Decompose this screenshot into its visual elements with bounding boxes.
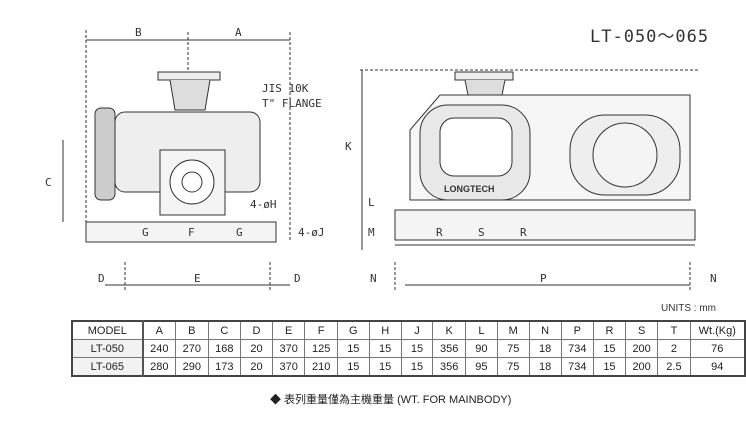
dim-r1: R bbox=[436, 226, 443, 239]
table-cell: 125 bbox=[304, 339, 338, 358]
table-cell: 15 bbox=[368, 339, 402, 358]
table-cell: K bbox=[432, 320, 466, 340]
dim-l: L bbox=[368, 196, 375, 209]
side-view: B A C G F G D E D JIS 10K T" FLANGE 4-øH… bbox=[45, 26, 325, 290]
table-cell: 356 bbox=[432, 339, 466, 358]
table-cell: 173 bbox=[207, 357, 242, 377]
dim-p: P bbox=[540, 272, 547, 285]
table-cell: 75 bbox=[496, 339, 530, 358]
table-cell: LT-065 bbox=[71, 357, 144, 377]
page-title: LT-050～065 bbox=[590, 27, 710, 47]
table-cell: 75 bbox=[496, 357, 530, 377]
dim-g2: G bbox=[236, 226, 243, 239]
dim-f: F bbox=[188, 226, 195, 239]
dimension-drawing: B A C G F G D E D JIS 10K T" FLANGE 4-øH… bbox=[45, 26, 717, 292]
table-cell: N bbox=[528, 320, 562, 340]
table-cell: S bbox=[624, 320, 659, 340]
table-cell: 15 bbox=[336, 339, 370, 358]
dim-m: M bbox=[368, 226, 375, 239]
table-cell: 200 bbox=[624, 357, 659, 377]
dim-d1: D bbox=[98, 272, 105, 285]
dim-n2: N bbox=[710, 272, 717, 285]
table-cell: F bbox=[304, 320, 338, 340]
front-view: LONGTECH K L M R S R N P N bbox=[345, 69, 717, 292]
hole-h-label: 4-øH bbox=[250, 198, 277, 211]
table-cell: 734 bbox=[560, 339, 595, 358]
table-cell: 290 bbox=[175, 357, 209, 377]
table-cell: A bbox=[142, 320, 177, 340]
table-cell: 356 bbox=[432, 357, 466, 377]
table-cell: Wt.(Kg) bbox=[689, 320, 746, 340]
table-cell: 210 bbox=[304, 357, 338, 377]
table-cell: P bbox=[560, 320, 595, 340]
table-cell: M bbox=[496, 320, 530, 340]
dim-e: E bbox=[194, 272, 201, 285]
table-cell: 280 bbox=[142, 357, 177, 377]
table-cell: H bbox=[368, 320, 402, 340]
table-cell: 2 bbox=[657, 339, 691, 358]
table-cell: 15 bbox=[593, 339, 626, 358]
table-cell: R bbox=[593, 320, 626, 340]
table-cell: 370 bbox=[271, 357, 306, 377]
flange-label-2: T" FLANGE bbox=[262, 97, 322, 110]
dim-a: A bbox=[235, 26, 242, 39]
table-cell: E bbox=[271, 320, 306, 340]
table-cell: 168 bbox=[207, 339, 242, 358]
flange-label-1: JIS 10K bbox=[262, 82, 309, 95]
table-cell: 18 bbox=[528, 339, 562, 358]
table-cell: 370 bbox=[271, 339, 306, 358]
table-cell: L bbox=[464, 320, 498, 340]
table-cell: 18 bbox=[528, 357, 562, 377]
dim-b: B bbox=[135, 26, 142, 39]
table-cell: 95 bbox=[464, 357, 498, 377]
units-label: UNITS : mm bbox=[661, 303, 716, 314]
table-cell: 76 bbox=[689, 339, 746, 358]
table-cell: D bbox=[240, 320, 273, 340]
brand-label: LONGTECH bbox=[444, 184, 495, 194]
table-cell: B bbox=[175, 320, 209, 340]
dim-s: S bbox=[478, 226, 485, 239]
dim-d2: D bbox=[294, 272, 301, 285]
table-cell: 15 bbox=[368, 357, 402, 377]
table-cell: G bbox=[336, 320, 370, 340]
dim-c: C bbox=[45, 176, 52, 189]
table-cell: 20 bbox=[240, 339, 273, 358]
table-cell: 2.5 bbox=[657, 357, 691, 377]
table-cell: 15 bbox=[400, 357, 434, 377]
table-cell: 270 bbox=[175, 339, 209, 358]
dim-n1: N bbox=[370, 272, 377, 285]
table-cell: 94 bbox=[689, 357, 746, 377]
table-cell: LT-050 bbox=[71, 339, 144, 358]
dim-r2: R bbox=[520, 226, 527, 239]
table-cell: 15 bbox=[593, 357, 626, 377]
weight-note: ◆ 表列重量僅為主機重量 (WT. FOR MAINBODY) bbox=[270, 394, 512, 406]
dim-g1: G bbox=[142, 226, 149, 239]
table-cell: 90 bbox=[464, 339, 498, 358]
table-cell: C bbox=[207, 320, 242, 340]
table-cell: MODEL bbox=[71, 320, 144, 340]
dim-k: K bbox=[345, 140, 352, 153]
table-cell: 734 bbox=[560, 357, 595, 377]
table-cell: J bbox=[400, 320, 434, 340]
table-cell: T bbox=[657, 320, 691, 340]
table-cell: 200 bbox=[624, 339, 659, 358]
hole-j-label: 4-øJ bbox=[298, 226, 325, 239]
table-cell: 15 bbox=[400, 339, 434, 358]
table-cell: 240 bbox=[142, 339, 177, 358]
table-cell: 15 bbox=[336, 357, 370, 377]
table-cell: 20 bbox=[240, 357, 273, 377]
